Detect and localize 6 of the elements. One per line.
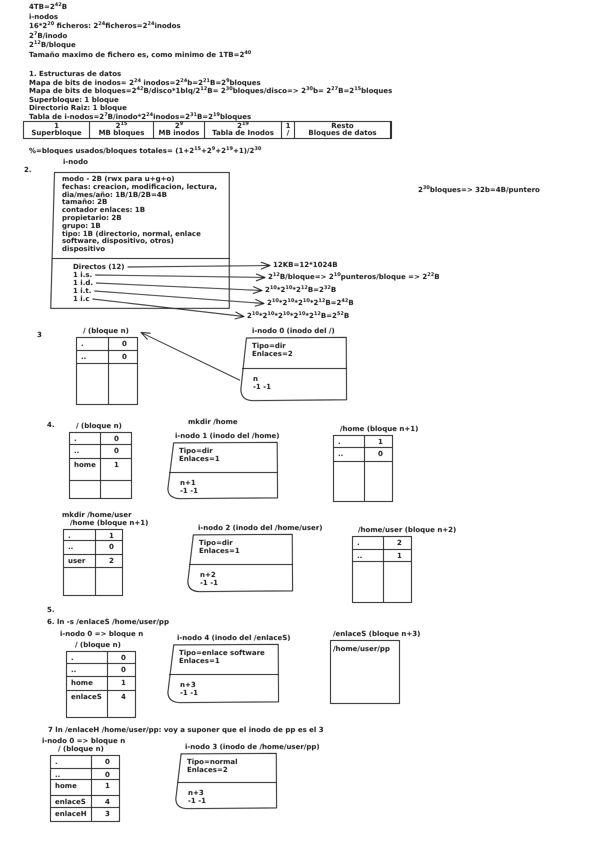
arrow: [96, 282, 262, 294]
arrow: [92, 298, 244, 320]
arrow: [94, 273, 266, 282]
arrow: [140, 332, 240, 381]
arrow: [94, 290, 264, 307]
arrow: [127, 262, 270, 270]
